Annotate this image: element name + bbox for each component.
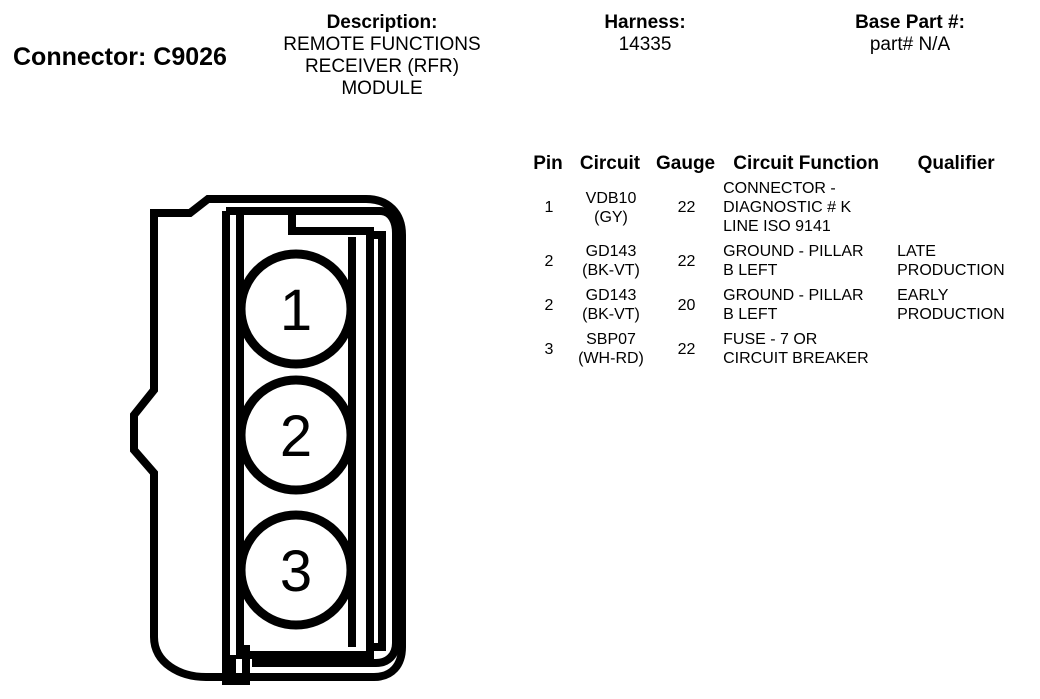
function-line: B LEFT: [723, 306, 778, 323]
function-line: FUSE - 7 OR: [723, 331, 818, 348]
table-row: 2 GD143 (BK-VT) 22 GROUND - PILLAR B LEF…: [530, 242, 1021, 286]
pin-cavities: 1 2 3: [236, 249, 356, 630]
qualifier-line: EARLY: [897, 287, 949, 304]
pin-table: Pin Circuit Gauge Circuit Function Quali…: [530, 154, 1021, 374]
qualifier-cell: LATE PRODUCTION: [895, 242, 1021, 286]
qualifier-line: LATE: [897, 243, 936, 260]
description-line: REMOTE FUNCTIONS: [283, 34, 481, 55]
qualifier-cell: EARLY PRODUCTION: [895, 286, 1021, 330]
description-line: RECEIVER (RFR): [304, 56, 460, 77]
base-part-label: Base Part #:: [855, 12, 965, 33]
description-line: MODULE: [341, 78, 423, 99]
function-line: GROUND - PILLAR: [723, 287, 864, 304]
circuit-cell: VDB10 (GY): [570, 179, 654, 242]
circuit-code: VDB10: [585, 189, 637, 207]
gauge-column-header: Gauge: [656, 153, 716, 174]
function-cell: CONNECTOR - DIAGNOSTIC # K LINE ISO 9141: [721, 179, 895, 242]
function-line: GROUND - PILLAR: [723, 243, 864, 260]
circuit-code: SBP07: [586, 331, 636, 348]
function-line: DIAGNOSTIC # K: [723, 199, 852, 216]
connector-title: Connector: C9026: [13, 43, 227, 71]
base-part-value: part# N/A: [869, 34, 951, 55]
function-line: LINE ISO 9141: [723, 218, 831, 235]
table-row: 3 SBP07 (WH-RD) 22 FUSE - 7 OR CIRCUIT B…: [530, 330, 1021, 374]
circuit-code: GD143: [585, 287, 637, 304]
qualifier-line: PRODUCTION: [897, 262, 1005, 279]
pin-cavity-3: [236, 510, 356, 630]
description-value: REMOTE FUNCTIONS RECEIVER (RFR) MODULE: [268, 34, 496, 100]
pin-number-label: 1: [280, 278, 312, 343]
pin-cell: 3: [544, 340, 554, 358]
harness-label: Harness:: [604, 12, 686, 33]
gauge-cell: 22: [677, 199, 696, 216]
circuit-cell: GD143 (BK-VT): [570, 242, 654, 286]
pin-column-header: Pin: [533, 153, 563, 174]
gauge-cell: 22: [677, 340, 696, 358]
table-row: 1 VDB10 (GY) 22 CONNECTOR - DIAGNOSTIC #…: [530, 179, 1021, 242]
gauge-cell: 20: [677, 296, 696, 314]
description-block: Description: REMOTE FUNCTIONS RECEIVER (…: [268, 12, 496, 100]
gauge-cell: 22: [677, 252, 696, 270]
pin-table-header-row: Pin Circuit Gauge Circuit Function Quali…: [530, 154, 1021, 179]
pin-number-label: 2: [280, 404, 312, 469]
harness-block: Harness: 14335: [570, 12, 720, 56]
pin-cavity-2: [236, 375, 356, 495]
base-part-block: Base Part #: part# N/A: [810, 12, 1010, 56]
circuit-color: (WH-RD): [578, 350, 644, 367]
connector-cavity: [222, 207, 400, 685]
connector-key-notch: [228, 645, 250, 685]
function-cell: FUSE - 7 OR CIRCUIT BREAKER: [721, 330, 895, 374]
pin-cell: 1: [544, 199, 554, 216]
harness-value: 14335: [618, 34, 672, 55]
circuit-color: (BK-VT): [582, 262, 640, 279]
function-line: CIRCUIT BREAKER: [723, 350, 869, 367]
qualifier-cell: [895, 179, 1021, 242]
function-line: B LEFT: [723, 262, 778, 279]
connector-housing-outline: [130, 195, 406, 681]
connector-face-diagram: 1 2 3: [130, 195, 406, 685]
circuit-color: (BK-VT): [582, 306, 640, 323]
function-cell: GROUND - PILLAR B LEFT: [721, 242, 895, 286]
pin-cell: 2: [544, 252, 554, 270]
pin-cell: 2: [544, 296, 554, 314]
circuit-cell: GD143 (BK-VT): [570, 286, 654, 330]
function-column-header: Circuit Function: [733, 153, 879, 174]
pin-number-label: 3: [280, 539, 312, 604]
pin-cavity-1: [236, 249, 356, 369]
circuit-code: GD143: [585, 243, 637, 260]
qualifier-cell: [895, 330, 1021, 374]
table-row: 2 GD143 (BK-VT) 20 GROUND - PILLAR B LEF…: [530, 286, 1021, 330]
circuit-cell: SBP07 (WH-RD): [570, 330, 654, 374]
description-label: Description:: [326, 12, 438, 33]
qualifier-column-header: Qualifier: [917, 153, 995, 174]
circuit-color: (GY): [594, 208, 628, 226]
function-cell: GROUND - PILLAR B LEFT: [721, 286, 895, 330]
circuit-column-header: Circuit: [579, 153, 641, 174]
function-line: CONNECTOR -: [723, 180, 836, 197]
qualifier-line: PRODUCTION: [897, 306, 1005, 323]
